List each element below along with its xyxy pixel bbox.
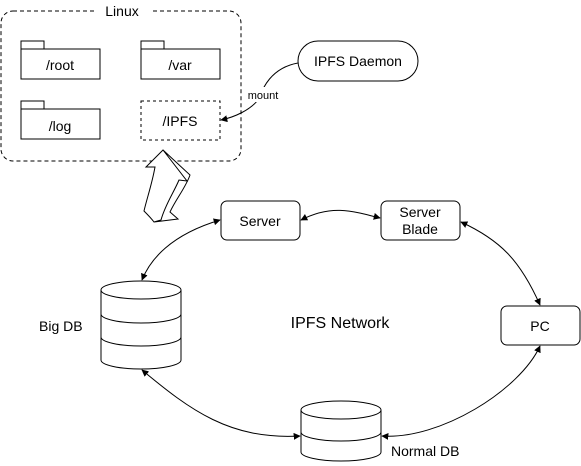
linux-container: Linux — [0, 2, 242, 162]
pc-label: PC — [530, 318, 549, 334]
server-blade-label-line1: Server — [399, 204, 441, 220]
mount-edge: mount — [220, 62, 299, 123]
edge-normaldb-bigdb — [141, 369, 301, 440]
edge-bigdb-server — [141, 218, 221, 281]
network-edges — [141, 209, 541, 440]
server-label: Server — [239, 213, 281, 229]
edge-server-serverblade — [300, 209, 381, 221]
folder-log[interactable]: /log — [20, 100, 101, 140]
folder-root-label: /root — [46, 57, 74, 73]
folder-var-label: /var — [168, 57, 192, 73]
ipfs-network-label: IPFS Network — [291, 315, 391, 332]
folder-root[interactable]: /root — [20, 40, 101, 80]
big-db-cylinder[interactable] — [100, 280, 182, 370]
server-blade-node[interactable]: Server Blade — [380, 200, 461, 241]
ipfs-mount-point[interactable]: /IPFS — [140, 100, 221, 141]
edge-serverblade-pc — [460, 221, 541, 306]
pc-node[interactable]: PC — [500, 305, 581, 346]
ipfs-daemon-node[interactable]: IPFS Daemon — [297, 40, 419, 82]
ipfs-mount-label: /IPFS — [162, 113, 197, 129]
linux-network-link-arrow — [143, 149, 191, 223]
mount-edge-label: mount — [248, 90, 279, 102]
server-node[interactable]: Server — [220, 200, 301, 241]
linux-title: Linux — [105, 3, 138, 19]
folder-log-label: /log — [49, 118, 72, 134]
server-blade-label-line2: Blade — [402, 221, 438, 237]
folder-var[interactable]: /var — [140, 40, 221, 80]
edge-pc-normaldb — [381, 345, 541, 440]
big-db-label: Big DB — [39, 318, 83, 334]
ipfs-daemon-label: IPFS Daemon — [314, 53, 402, 69]
normal-db-cylinder[interactable] — [300, 400, 382, 462]
normal-db-label: Normal DB — [391, 443, 459, 459]
